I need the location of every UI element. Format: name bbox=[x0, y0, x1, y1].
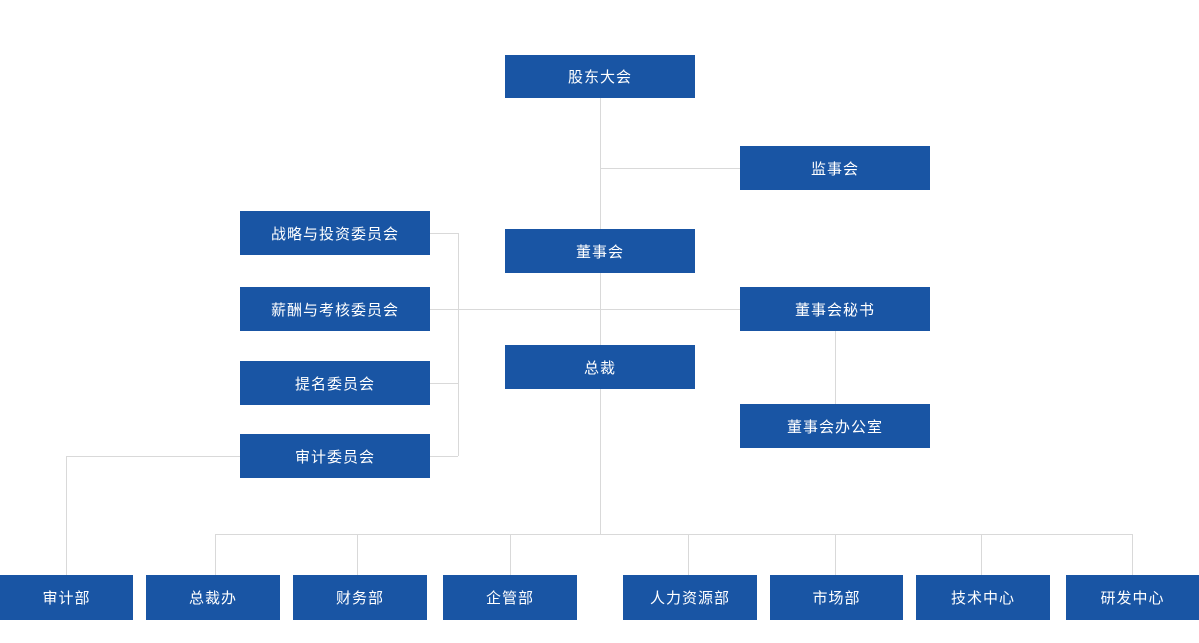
line-president-to-departments-line bbox=[600, 389, 601, 534]
org-node-president-office-dept: 总裁办 bbox=[146, 575, 280, 620]
stub-enterprise-mgmt-line bbox=[510, 534, 511, 575]
org-node-board-office: 董事会办公室 bbox=[740, 404, 930, 448]
org-node-label: 董事会秘书 bbox=[794, 301, 875, 319]
org-node-label: 研发中心 bbox=[1100, 590, 1165, 607]
stub-strategy-committee-line bbox=[430, 233, 458, 234]
org-node-label: 薪酬与考核委员会 bbox=[270, 301, 399, 319]
line-audit-committee-left-line bbox=[66, 456, 240, 457]
line-committee-spine-line bbox=[458, 233, 459, 456]
org-node-finance-dept: 财务部 bbox=[293, 575, 427, 620]
stub-technology-line bbox=[981, 534, 982, 575]
org-node-board-of-directors: 董事会 bbox=[505, 229, 695, 273]
org-node-board-secretary: 董事会秘书 bbox=[740, 287, 930, 331]
org-node-strategy-investment-committee: 战略与投资委员会 bbox=[240, 211, 430, 255]
line-down-to-audit-dept-line bbox=[66, 456, 67, 575]
stub-rnd-line bbox=[1132, 534, 1133, 575]
org-node-technology-center: 技术中心 bbox=[916, 575, 1050, 620]
org-node-label: 股东大会 bbox=[567, 69, 632, 86]
org-node-label: 董事会 bbox=[575, 243, 624, 261]
org-node-label: 提名委员会 bbox=[294, 375, 375, 393]
org-node-label: 市场部 bbox=[812, 590, 861, 607]
org-node-enterprise-mgmt-dept: 企管部 bbox=[443, 575, 577, 620]
stub-nomination-committee-line bbox=[430, 383, 458, 384]
line-to-supervisory-board-line bbox=[600, 168, 740, 169]
org-node-supervisory-board: 监事会 bbox=[740, 146, 930, 190]
line-secretary-to-board-office-line bbox=[835, 331, 836, 404]
org-node-remuneration-assessment-committee: 薪酬与考核委员会 bbox=[240, 287, 430, 331]
org-node-label: 审计部 bbox=[42, 590, 91, 607]
org-node-shareholders-meeting: 股东大会 bbox=[505, 55, 695, 98]
org-node-label: 财务部 bbox=[335, 590, 384, 607]
org-node-rnd-center: 研发中心 bbox=[1066, 575, 1199, 620]
line-committees-to-secretary-line bbox=[430, 309, 740, 310]
org-node-label: 总裁办 bbox=[188, 590, 237, 607]
org-node-label: 董事会办公室 bbox=[786, 418, 883, 436]
org-node-audit-dept: 审计部 bbox=[0, 575, 133, 620]
stub-president-office-line bbox=[215, 534, 216, 575]
stub-hr-line bbox=[688, 534, 689, 575]
stub-marketing-line bbox=[835, 534, 836, 575]
org-node-audit-committee: 审计委员会 bbox=[240, 434, 430, 478]
org-node-label: 技术中心 bbox=[950, 590, 1015, 607]
org-node-president: 总裁 bbox=[505, 345, 695, 389]
org-node-label: 战略与投资委员会 bbox=[270, 225, 399, 243]
org-node-label: 总裁 bbox=[583, 359, 616, 377]
org-node-nomination-committee: 提名委员会 bbox=[240, 361, 430, 405]
org-node-label: 人力资源部 bbox=[649, 590, 730, 607]
line-department-bus-line bbox=[215, 534, 1132, 535]
org-node-label: 企管部 bbox=[485, 590, 534, 607]
line-shareholders-to-board-line bbox=[600, 98, 601, 229]
org-node-label: 监事会 bbox=[810, 160, 859, 178]
stub-audit-committee-line bbox=[430, 456, 458, 457]
org-node-hr-dept: 人力资源部 bbox=[623, 575, 757, 620]
stub-finance-line bbox=[357, 534, 358, 575]
org-node-marketing-dept: 市场部 bbox=[770, 575, 903, 620]
org-node-label: 审计委员会 bbox=[294, 448, 375, 466]
